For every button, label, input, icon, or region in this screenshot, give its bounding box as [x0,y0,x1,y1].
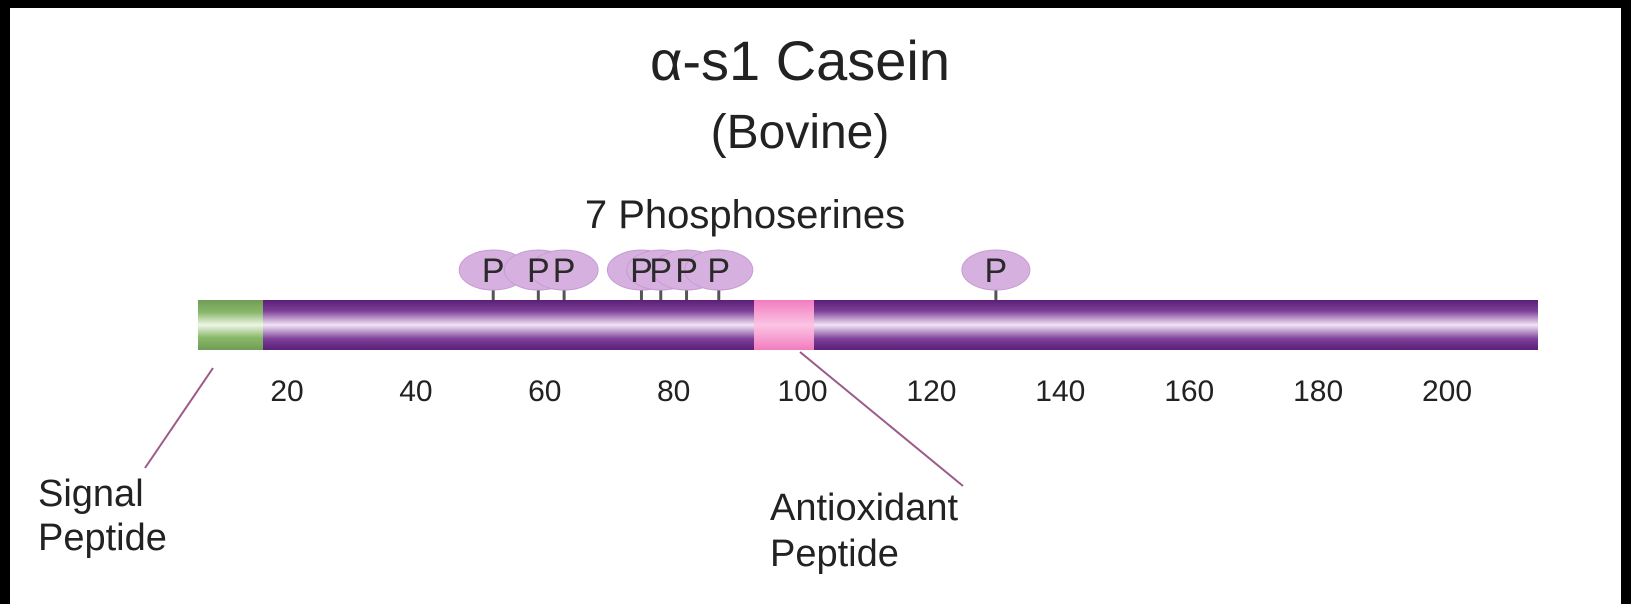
axis-tick-label: 160 [1164,375,1214,408]
phosphoserines-label: 7 Phosphoserines [585,193,905,237]
position-axis: 20 40 60 80 100 120 140 160 180 200 [270,375,1472,408]
antioxidant-peptide-label-line-1: Antioxidant [770,487,958,529]
phosphoserine-label: P [553,252,576,290]
protein-chain [198,300,1538,350]
phosphoserine-bubble [961,249,1031,291]
phosphoserine-bubble [684,249,754,291]
signal-peptide-segment [198,300,263,350]
signal-peptide-label-line-1: Signal [38,473,144,515]
antioxidant-peptide-label: Antioxidant Peptide [770,487,969,575]
chain-bar [198,300,1538,350]
diagram-subtitle: (Bovine) [711,106,890,159]
phosphoserine-label: P [630,252,653,290]
phosphoserine-label: P [707,252,730,290]
axis-tick-label: 200 [1422,375,1472,408]
phosphoserine-label: P [482,252,505,290]
axis-tick-label: 20 [270,375,303,408]
diagram-title: α-s1 Casein [650,29,950,92]
axis-tick-label: 120 [906,375,956,408]
axis-tick-label: 100 [778,375,828,408]
signal-peptide-label: Signal Peptide [38,473,167,559]
axis-tick-label: 60 [528,375,561,408]
axis-tick-label: 140 [1035,375,1085,408]
phosphoserine-label: P [527,252,550,290]
antioxidant-peptide-segment [754,300,814,350]
signal-peptide-leader [144,367,214,469]
axis-tick-label: 180 [1293,375,1343,408]
phosphoserine-bubble [529,249,599,291]
antioxidant-peptide-label-line-2: Peptide [770,533,899,575]
axis-tick-label: 40 [399,375,432,408]
signal-peptide-label-line-2: Peptide [38,517,167,559]
phosphoserine-label: P [649,252,672,290]
axis-tick-label: 80 [657,375,690,408]
phosphoserine-label: P [985,252,1008,290]
phosphoserine-label: P [675,252,698,290]
antioxidant-peptide-leader [799,351,964,487]
